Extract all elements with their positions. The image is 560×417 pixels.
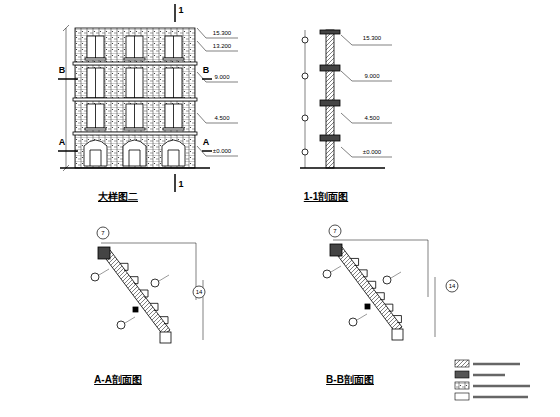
view-title: A-A剖面图 bbox=[94, 375, 142, 385]
elevation-mark: ±0.000 bbox=[363, 149, 381, 155]
section-letter: A bbox=[203, 138, 210, 147]
elevation-mark: 13.200 bbox=[213, 43, 231, 49]
elevation-mark: 15.300 bbox=[363, 35, 381, 41]
section-number: 1 bbox=[178, 180, 183, 189]
axis-number: 7 bbox=[333, 228, 336, 234]
axis-bubble bbox=[193, 286, 205, 298]
section-letter: A bbox=[59, 138, 66, 147]
elevation-mark: 4.500 bbox=[214, 115, 229, 121]
axis-number: 14 bbox=[196, 289, 203, 295]
axis-number: 14 bbox=[449, 283, 456, 289]
view-title: B-B剖面图 bbox=[326, 375, 374, 385]
elevation-mark: 9.000 bbox=[364, 73, 379, 79]
axis-bubble bbox=[446, 280, 458, 292]
elevation-mark: ±0.000 bbox=[213, 148, 231, 154]
view-title: 大样图二 bbox=[98, 192, 138, 202]
section-letter: B bbox=[59, 66, 66, 75]
axis-bubble bbox=[97, 227, 109, 239]
elevation-mark: 9.000 bbox=[214, 74, 229, 80]
view-title: 1-1剖面图 bbox=[304, 192, 348, 202]
section-number: 1 bbox=[178, 6, 183, 15]
axis-number: 7 bbox=[101, 230, 104, 236]
elevation-mark: 15.300 bbox=[213, 30, 231, 36]
section-letter: B bbox=[203, 66, 210, 75]
axis-bubble bbox=[329, 225, 341, 237]
elevation-mark: 4.500 bbox=[364, 115, 379, 121]
